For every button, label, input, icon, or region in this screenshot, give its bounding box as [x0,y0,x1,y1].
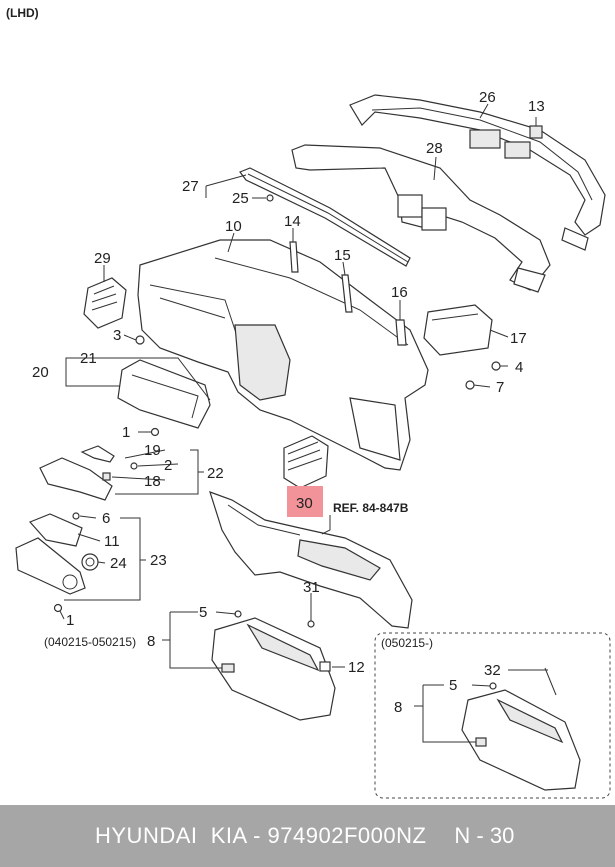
screw-1-lower [53,603,63,613]
label-4: 4 [515,359,523,376]
label-3: 3 [113,327,121,344]
label-16: 16 [391,284,408,301]
label-32: 32 [484,662,501,679]
exploded-parts-diagram: (LHD) [6,6,611,799]
label-1-lower: 1 [66,612,74,629]
label-26: 26 [479,89,496,106]
label-6: 6 [102,510,110,527]
label-11: 11 [104,533,120,550]
date-range-left: (040215-050215) [44,635,136,649]
label-15: 15 [334,247,351,264]
bolt-3 [135,335,145,345]
label-14: 14 [284,213,301,230]
label-5-late: 5 [449,677,457,694]
defroster-duct-26 [349,94,606,251]
label-23: 23 [150,552,167,569]
label-22: 22 [207,465,224,482]
label-20: 20 [32,364,49,381]
screw-1-upper [150,427,160,437]
label-27: 27 [182,178,199,195]
cluster-fascia-21 [117,359,211,429]
stopper-12 [319,661,331,672]
screw-5-late [489,682,497,690]
label-8-early: 8 [147,633,155,650]
bolt-7 [465,380,475,390]
highlight-box-30 [287,486,323,517]
clip-13 [529,117,543,139]
ring-24 [81,553,99,571]
label-31: 31 [303,579,320,596]
bracket-14 [289,241,299,273]
label-25: 25 [232,190,249,207]
lower-shroud-23 [15,537,86,595]
shroud-upper-22 [39,457,113,501]
label-28: 28 [426,140,443,157]
label-19: 19 [144,442,161,459]
side-air-vent-29 [83,277,127,329]
label-1-upper: 1 [122,424,130,441]
leader-lines [59,103,548,743]
label-17: 17 [510,330,527,347]
passenger-airbag-17 [423,304,493,356]
footer-bar: HYUNDAI KIA - 974902F000NZ N - 30 [0,805,615,867]
bracket-15 [341,274,353,313]
screw-31 [307,605,315,628]
screw-6 [72,512,80,520]
label-8-late: 8 [394,699,402,716]
crash-pad-10 [137,239,429,471]
center-air-vent-30 [283,435,329,489]
lower-crash-pad [209,491,413,629]
label-5-early: 5 [199,604,207,621]
dash-weatherstrip-27 [239,167,411,267]
damper-32 [544,667,557,696]
page-code: N - 30 [454,823,515,848]
glove-box-8-late [461,689,581,791]
bracket-16 [395,319,407,346]
label-2: 2 [164,457,172,474]
screw-2 [130,462,138,470]
bolt-4 [491,361,501,371]
part-number-title: HYUNDAI KIA - 974902F000NZ [95,823,427,848]
label-30: 30 [296,495,313,512]
label-7: 7 [496,379,504,396]
label-13: 13 [528,98,545,115]
screw-25 [266,194,274,202]
shroud-19 [80,445,115,463]
label-18: 18 [144,473,161,490]
label-21: 21 [80,350,97,367]
clip-18 [102,472,111,481]
lower-shroud-11 [28,513,83,547]
variant-inset-box [374,632,611,799]
label-12: 12 [348,659,365,676]
label-24: 24 [110,555,127,572]
label-10: 10 [225,218,242,235]
glove-box-8-early [211,617,336,721]
date-range-right: (050215-) [381,636,433,650]
label-29: 29 [94,250,111,267]
center-air-duct-28 [291,144,551,293]
lhd-label: (LHD) [6,6,39,20]
ref-label: REF. 84-847B [333,501,409,515]
